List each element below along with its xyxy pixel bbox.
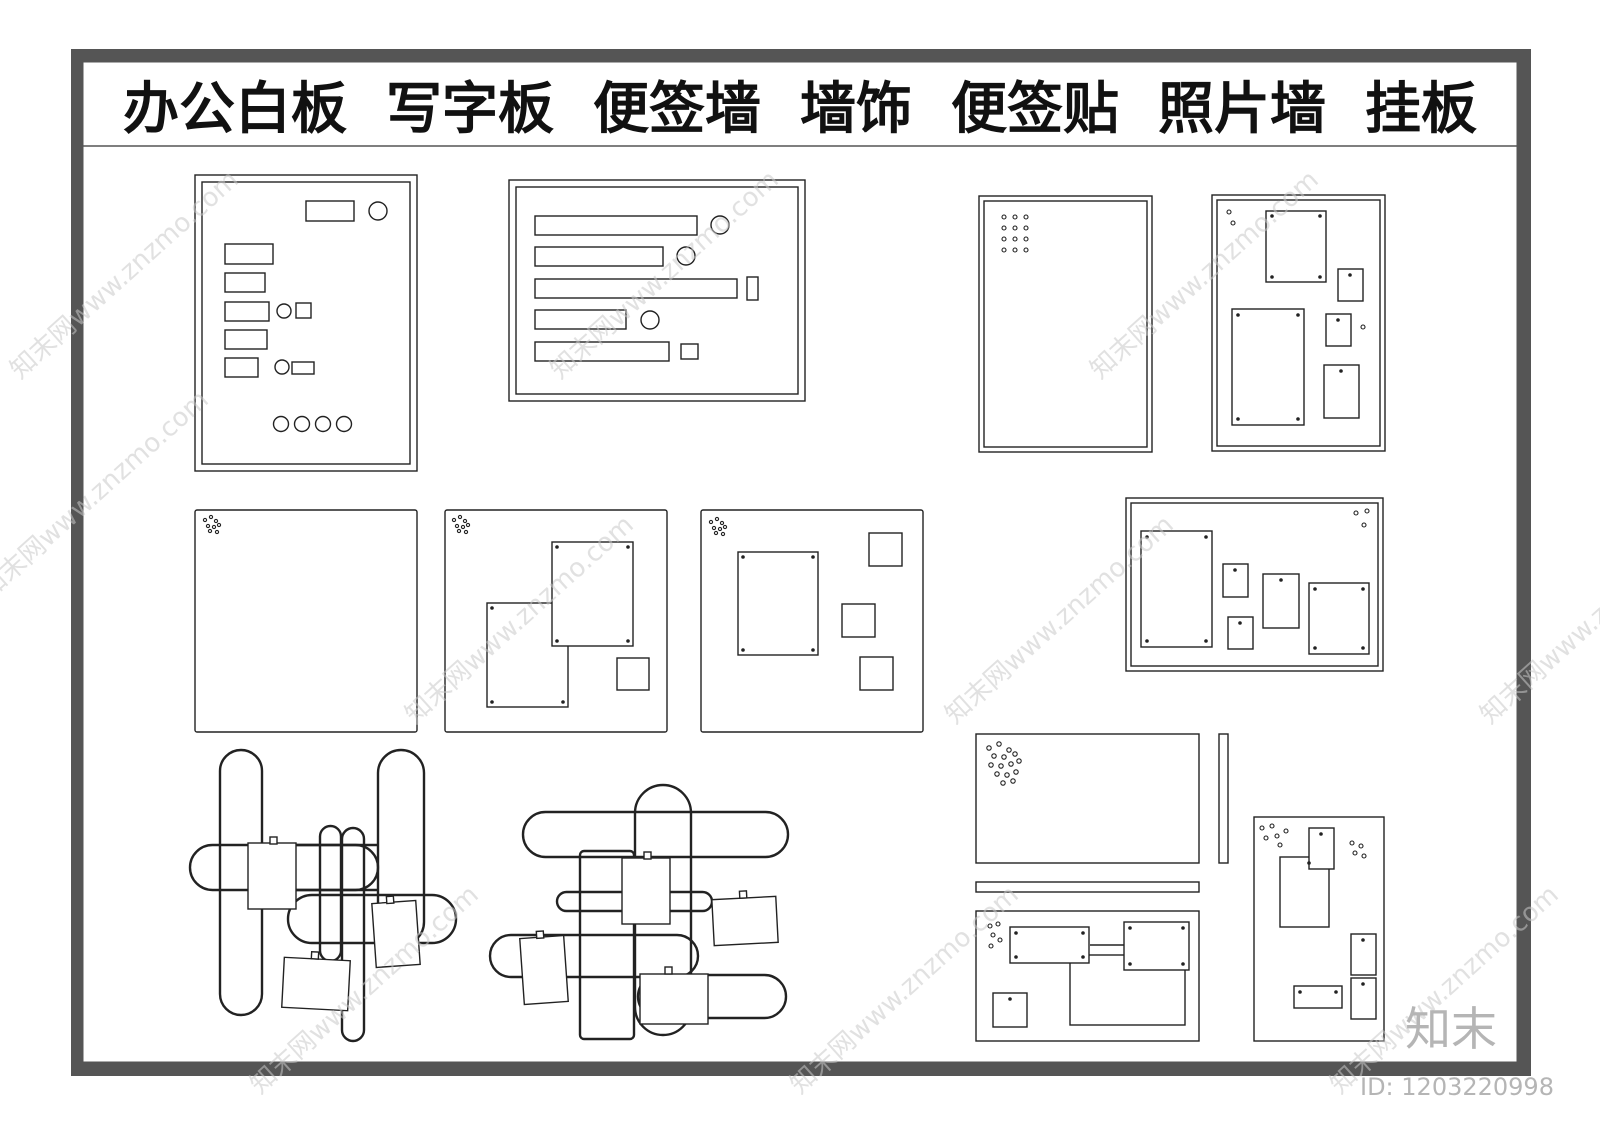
mount-hole (1012, 751, 1018, 757)
mount-hole (722, 524, 728, 530)
hole-cluster (986, 741, 1022, 786)
board-plain-square (194, 509, 418, 733)
mount-hole (986, 745, 992, 751)
mount-hole (720, 531, 726, 537)
mount-hole (202, 517, 208, 523)
mount-hole (457, 514, 463, 520)
mount-hole (1023, 236, 1029, 242)
wire-photo-wall-2 (488, 783, 790, 1041)
mount-hole (1006, 747, 1012, 753)
hole-cluster (708, 516, 728, 537)
mount-hole (1012, 225, 1018, 231)
mount-hole (719, 520, 725, 526)
board-photo-wide (1125, 497, 1384, 672)
mount-hole (207, 528, 213, 534)
drawing-id: ID: 1203220998 (1360, 1073, 1554, 1101)
board-square-overlap (444, 509, 668, 733)
board-orthographic-views (975, 733, 1229, 893)
mount-hole (1001, 247, 1007, 253)
mount-hole (1010, 778, 1016, 784)
sheet-inner-area (82, 61, 1518, 1063)
mount-hole (1012, 214, 1018, 220)
mount-hole (1008, 761, 1014, 767)
hole-cluster (202, 514, 222, 535)
mount-hole (988, 762, 994, 768)
mount-hole (463, 529, 469, 535)
mount-hole (998, 763, 1004, 769)
board-connected-frames (975, 910, 1200, 1042)
mount-hole (717, 526, 723, 532)
peg-dots (1001, 214, 1029, 253)
mount-hole (713, 530, 719, 536)
board-writing-wide (508, 179, 806, 402)
mount-hole (1004, 772, 1010, 778)
mount-hole (714, 516, 720, 522)
board-whiteboard-tall (194, 174, 418, 472)
mount-hole (451, 517, 457, 523)
mount-hole (1012, 236, 1018, 242)
sheet-title: 办公白板 写字板 便签墙 墙饰 便签贴 照片墙 挂板 (123, 77, 1477, 142)
mount-hole (454, 523, 460, 529)
mount-hole (1013, 769, 1019, 775)
mount-hole (1001, 214, 1007, 220)
mount-hole (1023, 247, 1029, 253)
mount-hole (205, 523, 211, 529)
board-photo-tall (1211, 194, 1386, 452)
mount-hole (462, 518, 468, 524)
mount-hole (1001, 225, 1007, 231)
mount-hole (460, 524, 466, 530)
mount-hole (211, 524, 217, 530)
mount-hole (1001, 754, 1007, 760)
mount-hole (1001, 236, 1007, 242)
mount-hole (214, 529, 220, 535)
board-square-frames (700, 509, 924, 733)
mount-hole (1016, 758, 1022, 764)
wire-photo-wall-1 (188, 748, 458, 1043)
mount-hole (213, 518, 219, 524)
mount-hole (1023, 214, 1029, 220)
mount-hole (216, 522, 222, 528)
mount-hole (208, 514, 214, 520)
mount-hole (996, 741, 1002, 747)
mount-hole (711, 525, 717, 531)
mount-hole (708, 519, 714, 525)
hole-cluster (451, 514, 471, 535)
mount-hole (1023, 225, 1029, 231)
mount-hole (1012, 247, 1018, 253)
mount-hole (456, 528, 462, 534)
mount-hole (991, 753, 997, 759)
brand-logo-text: 知末 (1405, 1002, 1497, 1056)
mount-hole (1000, 780, 1006, 786)
mount-hole (994, 771, 1000, 777)
board-note-tall (1253, 816, 1385, 1042)
board-pegboard-tall (978, 195, 1153, 453)
mount-hole (465, 522, 471, 528)
